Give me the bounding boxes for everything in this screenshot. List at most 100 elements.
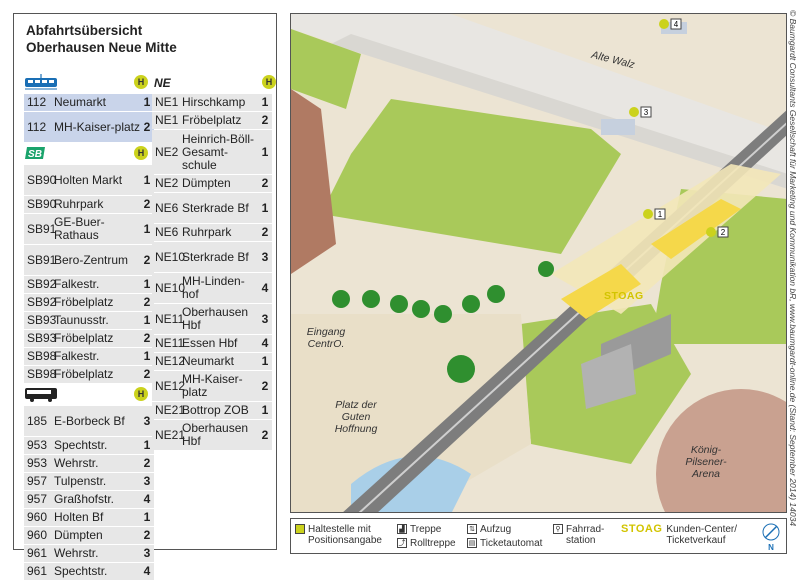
stop-h-icon: H — [134, 387, 148, 401]
grass-upper-left — [291, 29, 361, 109]
line-number: NE12 — [155, 378, 186, 393]
line-number: 112 — [27, 95, 47, 109]
tree-row — [332, 261, 554, 383]
stair-block-2 — [581, 344, 636, 409]
map-drawing: 4 3 1 2 — [291, 14, 786, 512]
line-number: 961 — [27, 546, 48, 560]
destination: Falkestr. — [54, 277, 100, 291]
destination: E-Borbeck Bf — [54, 413, 125, 428]
grass-central — [321, 99, 621, 254]
platform-number: 1 — [261, 144, 269, 159]
platform-number: 2 — [143, 295, 151, 309]
platform-number: 2 — [261, 113, 269, 127]
destination: MH-Kaiser-platz — [182, 372, 243, 399]
line-number: NE6 — [155, 225, 179, 239]
destination: Heinrich-Böll-Gesamt-schule — [182, 131, 255, 172]
line-number: 960 — [27, 510, 48, 524]
platform-number: 1 — [261, 354, 269, 368]
platform-number: 1 — [143, 438, 151, 452]
road-edge — [331, 34, 786, 189]
line-number: SB93 — [27, 313, 57, 327]
platform-number: 1 — [261, 95, 269, 109]
line-number: SB90 — [27, 197, 57, 211]
line-number: NE2 — [155, 176, 179, 190]
line-number: 960 — [27, 528, 48, 542]
svg-text:3: 3 — [644, 108, 649, 117]
line-number: SB98 — [27, 349, 57, 363]
platform-number: 3 — [261, 249, 269, 264]
bus-group-header: H — [24, 384, 154, 406]
platform-number: 4 — [261, 336, 269, 350]
destination: Falkestr. — [54, 349, 100, 363]
line-number: SB91 — [27, 252, 57, 267]
legend-ticketautomat: ▤ Ticketautomat — [467, 538, 543, 549]
stop-position-icon — [295, 524, 305, 534]
destination: Neumarkt — [182, 354, 235, 368]
legend-kundencenter: STOAG Kunden-Center/ Ticketverkauf — [621, 523, 738, 547]
destination: Holten Markt — [54, 172, 123, 187]
line-number: NE6 — [155, 200, 179, 215]
destination: Fröbelplatz — [54, 295, 114, 309]
stop-h-icon: H — [134, 75, 148, 89]
platform-number: 4 — [261, 280, 269, 295]
line-number: 185 — [27, 413, 48, 428]
tram-group-header: H — [24, 72, 154, 94]
bus-icon — [25, 388, 57, 402]
destination: Ruhrpark — [182, 225, 232, 239]
legend-rolltreppe: ⤴ Rolltreppe — [397, 538, 456, 549]
plaza-label: Platz der Guten Hoffnung — [334, 399, 378, 435]
platform-number: 2 — [261, 176, 269, 190]
line-number: 961 — [27, 564, 48, 578]
legend-fahrradstation: ⚲ Fahrrad-station — [553, 524, 608, 546]
line-number: SB98 — [27, 367, 57, 381]
line-number: NE11 — [155, 311, 185, 326]
title-line-1: Abfahrtsübersicht — [26, 23, 143, 38]
line-number: NE1 — [155, 113, 179, 127]
stop-marker-1: 1 — [643, 208, 666, 220]
line-number: NE12 — [155, 354, 186, 368]
destination: Fröbelplatz — [54, 331, 114, 345]
destination: Dümpten — [182, 176, 231, 190]
destination: MH-Kaiser-platz — [54, 119, 141, 134]
svg-text:2: 2 — [721, 228, 726, 237]
platform-number: 2 — [143, 367, 151, 381]
platform-number: 1 — [143, 510, 151, 524]
line-number: NE21 — [155, 427, 186, 442]
destination: Dümpten — [54, 528, 103, 542]
platform-number: 1 — [143, 349, 151, 363]
schnellbus-sb-icon: SB — [25, 147, 45, 160]
platform-number: 2 — [261, 427, 269, 442]
building-left — [291, 89, 336, 274]
map-legend: Haltestelle mit Positionsangabe ▟ Treppe… — [290, 518, 787, 554]
platform-number: 1 — [261, 200, 269, 215]
line-number: NE21 — [155, 403, 186, 417]
line-number: SB90 — [27, 172, 57, 187]
destination: Hirschkamp — [182, 95, 246, 109]
arena-label: König-Pilsener-Arena — [685, 444, 727, 480]
title-line-2: Oberhausen Neue Mitte — [26, 40, 177, 55]
platform-number: 1 — [261, 403, 269, 417]
stairs-icon: ▟ — [397, 524, 407, 534]
escalator-icon: ⤴ — [397, 538, 407, 548]
destination: Oberhausen Hbf — [182, 421, 249, 448]
line-number: SB93 — [27, 331, 57, 345]
platform-number: 1 — [143, 95, 151, 109]
stop-h-icon: H — [262, 75, 276, 89]
